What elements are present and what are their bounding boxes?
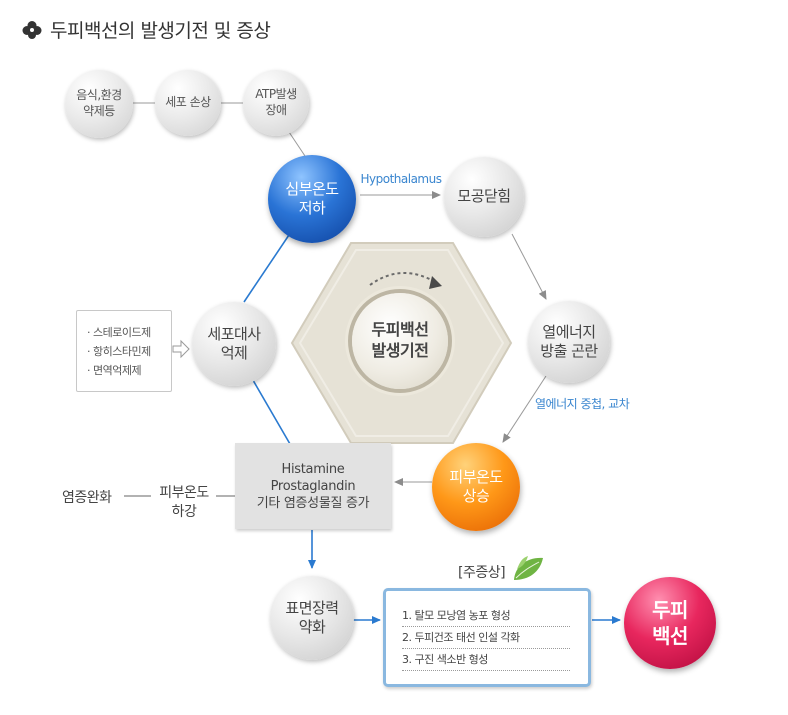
drug-list-box: · 스테로이드제 · 항히스타민제 · 면역억제제 <box>76 310 172 392</box>
symptom-item: 1. 탈모 모낭염 농포 형성 <box>402 605 570 627</box>
symptom-item: 3. 구진 색소반 형성 <box>402 649 570 671</box>
hollow-arrow-icon <box>172 339 190 359</box>
symptom-item: 2. 두피건조 태선 인설 각화 <box>402 627 570 649</box>
label-hypothalamus: Hypothalamus <box>360 172 442 186</box>
clover-icon <box>22 20 42 39</box>
cause-cell-damage: 세포 손상 <box>155 70 221 136</box>
symptom-title: [주증상] <box>458 565 506 581</box>
label-heat-overlap: 열에너지 중첩, 교차 <box>535 397 630 411</box>
node-pore-closure: 모공닫힘 <box>444 157 524 237</box>
drug-item: · 항히스타민제 <box>87 345 151 358</box>
symptom-box: 1. 탈모 모낭염 농포 형성 2. 두피건조 태선 인설 각화 3. 구진 색… <box>383 588 591 687</box>
title-row: 두피백선의 발생기전 및 증상 <box>22 16 271 43</box>
page-title: 두피백선의 발생기전 및 증상 <box>50 20 271 42</box>
drug-item: · 스테로이드제 <box>87 326 151 339</box>
drug-item: · 면역억제제 <box>87 364 142 377</box>
label-inflammation-relief: 염증완화 <box>62 490 112 506</box>
rotation-arrow-icon <box>369 272 438 286</box>
histamine-box: Histamine Prostaglandin 기타 염증성물질 증가 <box>235 443 391 529</box>
leaf-icon <box>514 556 543 580</box>
